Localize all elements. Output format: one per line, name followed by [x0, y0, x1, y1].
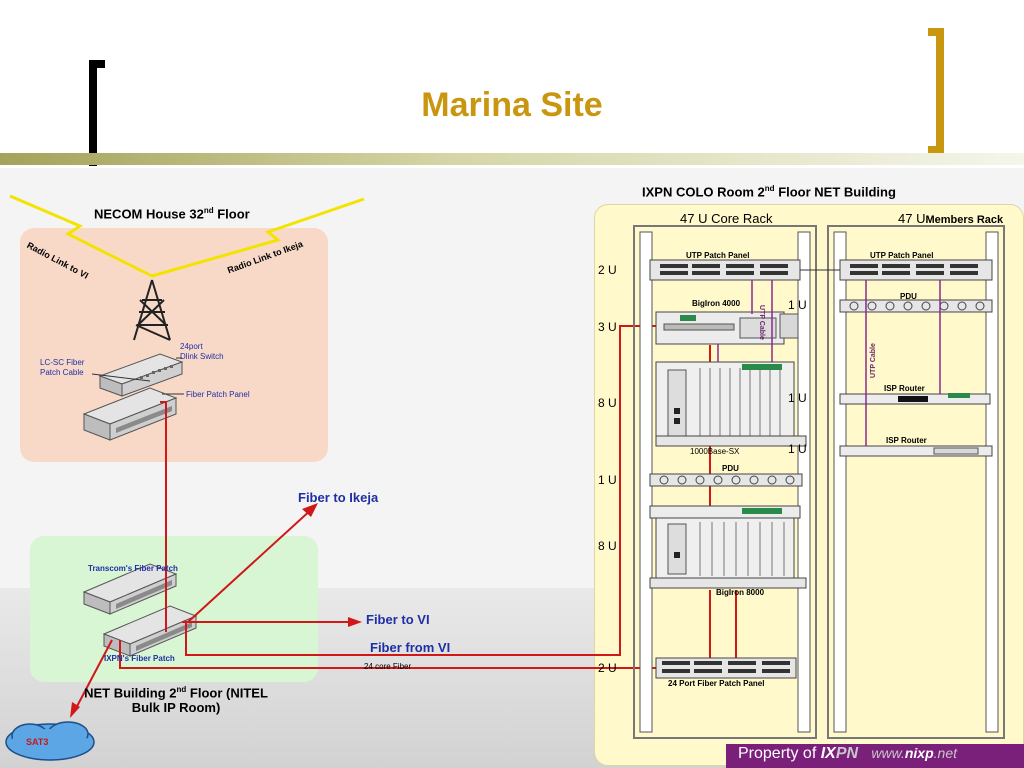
isp-router-2-label: ISP Router [886, 436, 927, 445]
rack-u-1u: 1 U [598, 473, 617, 487]
members-pdu-icon [839, 299, 993, 313]
fiber-to-sat3-line [73, 639, 113, 713]
core-fiber-line [119, 640, 662, 669]
footer-bar [726, 744, 1024, 768]
ixpn-colo-title: IXPN COLO Room 2nd Floor NET Building [642, 184, 896, 200]
core-rack-label: 47 U Core Rack [680, 211, 773, 226]
sat3-label: SAT3 [26, 737, 49, 747]
members-rack-label: 47 UMembers Rack [898, 211, 1004, 226]
bigiron-8000-icon [649, 505, 807, 589]
footer-property-text: Property of IXPN www.nixp.net [738, 745, 957, 762]
fiber-from-vi-line [185, 325, 668, 656]
sat3-cloud-icon [5, 721, 95, 761]
dlink-switch-icon [98, 353, 184, 397]
necom-house-title: NECOM House 32nd Floor [94, 206, 250, 222]
fiber-to-ikeja-label: Fiber to Ikeja [298, 490, 379, 505]
rack-u-3u: 3 U [598, 320, 617, 334]
arrow-to-ikeja-icon [302, 503, 318, 517]
bigiron-4000-label: BigIron 4000 [692, 299, 741, 308]
rack-u-2u-bottom: 2 U [598, 661, 617, 675]
necom-fiber-patch-panel-label: Fiber Patch Panel [186, 390, 250, 399]
members-utp-cable-label: UTP Cable [870, 343, 877, 378]
ixpn-patch-label: IXPN's Fiber Patch [104, 654, 175, 663]
fiber-to-ikeja-line [187, 507, 314, 623]
left-bracket-decoration [89, 60, 105, 166]
slide-title: Marina Site [421, 86, 603, 124]
rack-u-small-1: 1 U [788, 298, 807, 312]
bigiron-8000-label: BigIron 8000 [716, 588, 765, 597]
rack-u-small-3: 1 U [788, 442, 807, 456]
fiber-from-vi-label: Fiber from VI [370, 640, 451, 655]
title-underline-bar [0, 153, 1024, 165]
core-pdu-label: PDU [722, 464, 739, 473]
members-pdu-label: PDU [900, 292, 917, 301]
rack-u-8u-upper: 8 U [598, 396, 617, 410]
members-utp-patch-panel-label: UTP Patch Panel [870, 251, 934, 260]
right-bracket-decoration [928, 28, 944, 154]
ixpn-fiber-patch-icon [102, 605, 198, 657]
core-utp-patch-panel-label: UTP Patch Panel [686, 251, 750, 260]
fiber-patch-panel-24-label: 24 Port Fiber Patch Panel [668, 679, 765, 688]
core-fiber-label: 24 core Fiber [364, 662, 412, 671]
fiber-necom-to-net [160, 401, 167, 632]
core-utp-cable-label: UTP Cable [758, 305, 765, 340]
necom-fiber-patch-panel-icon [82, 387, 178, 441]
isp-router-2-icon [839, 445, 993, 457]
radio-link-vi-bolt [9, 194, 153, 278]
rack-u-small-2: 1 U [788, 391, 807, 405]
transcom-fiber-patch-icon [82, 563, 178, 615]
arrow-to-sat3-icon [70, 702, 80, 718]
net-building-caption: NET Building 2nd Floor (NITEL Bulk IP Ro… [84, 685, 268, 716]
core-rack-frame [633, 225, 817, 739]
rack-u-8u-lower: 8 U [598, 539, 617, 553]
rack-u-2u-top: 2 U [598, 263, 617, 277]
arrow-to-vi-icon [348, 617, 362, 627]
bigiron-4000-icon [655, 311, 799, 345]
antenna-tower-icon [133, 279, 171, 341]
members-utp-patch-panel-icon [839, 259, 993, 281]
isp-router-1-label: ISP Router [884, 384, 925, 393]
core-pdu-icon [649, 473, 803, 487]
fiber-patch-panel-24-icon [655, 657, 797, 679]
necom-zone [20, 228, 328, 462]
base-sx-label: 1000Base-SX [690, 447, 740, 456]
core-switch-chassis-icon [655, 361, 807, 447]
transcom-patch-label: Transcom's Fiber Patch [88, 564, 178, 573]
members-rack-frame [827, 225, 1005, 739]
fiber-to-vi-label: Fiber to VI [366, 612, 430, 627]
core-utp-patch-panel-icon [649, 259, 801, 281]
isp-router-1-icon [839, 393, 991, 405]
radio-link-ikeja-bolt [151, 197, 365, 278]
